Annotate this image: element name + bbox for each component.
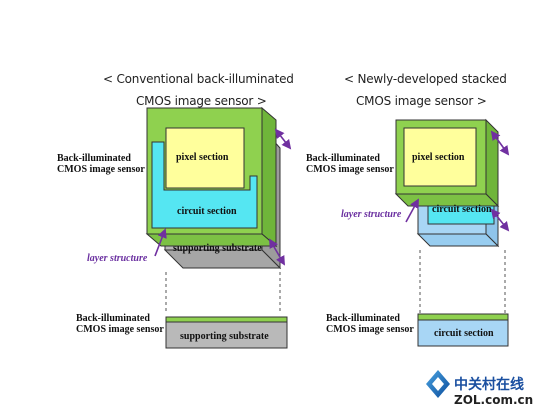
- right-bottom-sensor-label: Back-illuminated CMOS image sensor: [326, 313, 414, 335]
- right-bottom-label-line1: Back-illuminated: [326, 313, 400, 324]
- left-sensor-label: Back-illuminated CMOS image sensor: [57, 153, 145, 175]
- right-title-line2: CMOS image sensor >: [356, 94, 487, 108]
- right-circuit-section-label: circuit section: [432, 204, 492, 215]
- right-title-line1: < Newly-developed stacked: [344, 72, 507, 86]
- sensor-plate-side: [261, 106, 277, 248]
- right-bottom-circuit-label: circuit section: [434, 328, 494, 339]
- pixel-section-region-stacked: [403, 127, 477, 187]
- right-bottom-label-line2: CMOS image sensor: [326, 324, 414, 335]
- bottom-supporting-substrate: [165, 321, 288, 349]
- watermark-english: ZOL.com.cn: [454, 393, 534, 407]
- substrate-thickness-arrow: [269, 238, 285, 266]
- pixel-thickness-arrow-stacked: [490, 130, 510, 156]
- conventional-sensor-diagram: [145, 106, 292, 349]
- pixel-section-region: [165, 127, 245, 189]
- left-pixel-section-label: pixel section: [176, 152, 229, 163]
- left-title-line2: CMOS image sensor >: [136, 94, 267, 108]
- left-circuit-section-label: circuit section: [177, 206, 237, 217]
- left-bottom-label-line2: CMOS image sensor: [76, 324, 164, 335]
- bottom-circuit-section: [417, 319, 509, 347]
- zol-logo-icon: [426, 370, 450, 398]
- circuit-section-region: [151, 141, 258, 229]
- watermark-chinese: 中关村在线: [454, 377, 524, 393]
- layer-structure-arrow: [154, 228, 167, 257]
- stacked-sensor-diagram: [394, 118, 510, 347]
- bottom-sensor-strip-stacked: [417, 313, 509, 321]
- left-layer-structure-label: layer structure: [87, 253, 148, 264]
- right-layer-structure-label: layer structure: [341, 209, 402, 220]
- layer-structure-arrow-stacked: [405, 198, 419, 223]
- right-sensor-label: Back-illuminated CMOS image sensor: [306, 153, 394, 175]
- left-bottom-label-line1: Back-illuminated: [76, 313, 150, 324]
- left-title-line1: < Conventional back-illuminated: [103, 72, 294, 86]
- circuit-thickness-arrow-stacked: [490, 208, 510, 232]
- left-substrate-label: supporting substrate: [173, 243, 262, 254]
- pixel-thickness-arrow: [274, 128, 292, 150]
- right-pixel-section-label: pixel section: [412, 152, 465, 163]
- bottom-sensor-strip: [165, 316, 288, 323]
- left-sensor-label-line2: CMOS image sensor: [57, 164, 145, 175]
- left-sensor-label-line1: Back-illuminated: [57, 153, 131, 164]
- right-sensor-label-line1: Back-illuminated: [306, 153, 380, 164]
- right-sensor-label-line2: CMOS image sensor: [306, 164, 394, 175]
- left-bottom-substrate-label: supporting substrate: [180, 331, 269, 342]
- left-bottom-sensor-label: Back-illuminated CMOS image sensor: [76, 313, 164, 335]
